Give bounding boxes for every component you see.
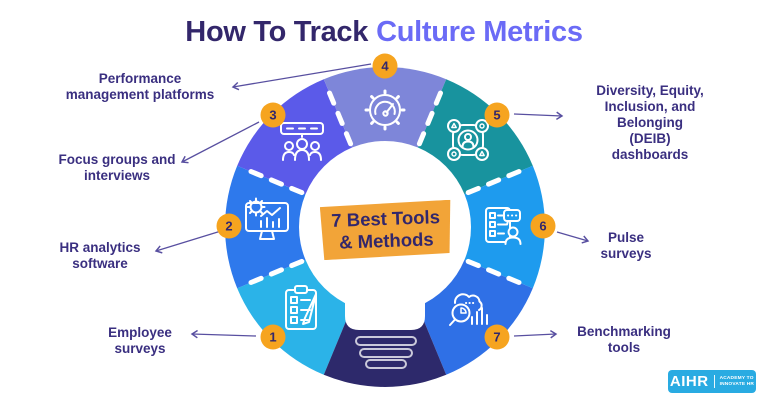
badge-3: 3 xyxy=(260,102,286,128)
deib-people-network-icon xyxy=(447,119,489,161)
center-title-box: 7 Best Tools & Methods xyxy=(320,200,452,261)
label-deib-dashboards: Diversity, Equity, Inclusion, and Belong… xyxy=(596,83,704,162)
separator-3-4 xyxy=(322,80,354,147)
aihr-logo-divider xyxy=(713,375,715,388)
connector-arrows xyxy=(154,63,590,339)
aihr-logo: AIHR ACADEMY TO INNOVATE HR xyxy=(668,370,756,393)
bulb-neck xyxy=(345,252,425,330)
label-performance-platforms: Performance management platforms xyxy=(65,71,215,102)
label-benchmarking-tools: Benchmarking tools xyxy=(577,324,671,355)
benchmarking-search-chart-icon xyxy=(449,293,488,326)
badge-5: 5 xyxy=(484,102,510,128)
label-focus-groups: Focus groups and interviews xyxy=(58,152,176,183)
separator-2-3 xyxy=(238,164,305,196)
segment-separators xyxy=(238,80,532,290)
badge-4: 4 xyxy=(372,53,398,79)
badge-7: 7 xyxy=(484,324,510,350)
bulb-ridge-2 xyxy=(359,348,413,358)
title-accent: Culture Metrics xyxy=(376,16,583,48)
arrow-4 xyxy=(231,63,372,91)
title-prefix: How To Track xyxy=(185,16,369,48)
arrow-2 xyxy=(154,230,222,254)
arrow-7 xyxy=(513,329,558,339)
badge-2: 2 xyxy=(216,213,242,239)
arrow-5 xyxy=(513,111,564,121)
label-employee-surveys: Employee surveys xyxy=(108,325,172,356)
bulb-base-ridges xyxy=(355,336,417,369)
arrow-3 xyxy=(180,121,260,164)
pulse-survey-checklist-icon xyxy=(485,207,522,245)
arrow-1 xyxy=(190,329,257,339)
bulb-ridge-3 xyxy=(365,359,407,369)
separator-4-5 xyxy=(416,80,448,147)
label-pulse-surveys: Pulse surveys xyxy=(600,230,652,261)
performance-gauge-gear-icon xyxy=(364,89,406,131)
separator-5-6 xyxy=(465,164,532,196)
label-hr-analytics-software: HR analytics software xyxy=(59,240,141,271)
focus-group-people-icon xyxy=(280,122,324,161)
hr-analytics-monitor-icon xyxy=(245,197,289,240)
aihr-logo-text: AIHR xyxy=(669,373,709,390)
badge-1: 1 xyxy=(260,324,286,350)
employee-surveys-clipboard-icon xyxy=(285,285,317,330)
bulb-ridge-1 xyxy=(355,336,417,346)
separator-1-2 xyxy=(238,258,305,290)
badge-6: 6 xyxy=(530,213,556,239)
separator-6-7 xyxy=(465,258,532,290)
aihr-logo-tagline: ACADEMY TO INNOVATE HR xyxy=(719,375,755,387)
arrow-6 xyxy=(556,231,590,244)
